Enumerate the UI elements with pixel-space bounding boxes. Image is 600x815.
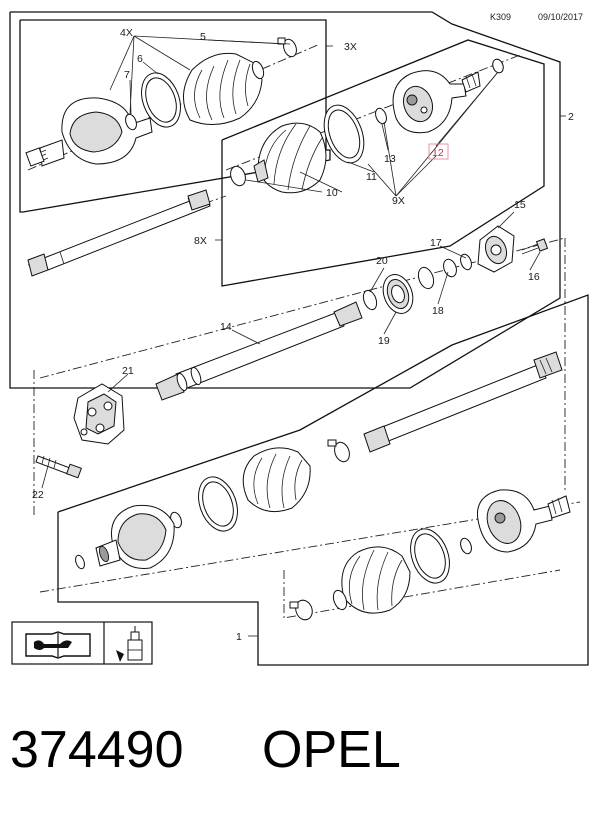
diagram-code: K309 <box>490 12 511 22</box>
frame-assembly-2 <box>9 11 561 389</box>
callout-3x: 3X <box>344 41 357 53</box>
callout-8x: 8X <box>194 235 207 247</box>
callout-20: 20 <box>376 255 388 267</box>
seal-rings-18 <box>417 258 457 290</box>
callout-6: 6 <box>137 53 143 65</box>
callout-12-highlight <box>428 143 449 160</box>
boot-lower-inner <box>242 447 311 513</box>
callout-12[interactable]: 12 <box>432 147 444 159</box>
clamp-small-5 <box>277 37 297 58</box>
snap-ring-lower-left <box>75 554 85 570</box>
tripod-housing <box>392 70 481 134</box>
axle-shaft-upper <box>27 189 211 277</box>
axis-lower-shaft <box>39 501 581 593</box>
clamp-11 <box>323 104 365 164</box>
callout-7: 7 <box>124 69 130 81</box>
axis-middle <box>39 237 566 379</box>
intermediate-shaft <box>155 301 363 401</box>
snap-ring-12 <box>492 58 504 74</box>
service-manual-icon <box>25 631 91 659</box>
clamp-small-lower <box>327 439 350 463</box>
callout-14: 14 <box>220 321 232 333</box>
bolt-16 <box>521 238 549 255</box>
callout-9x: 9X <box>392 195 405 207</box>
bolt-22 <box>35 455 82 479</box>
bearing-19 <box>382 274 414 314</box>
callout-21: 21 <box>122 365 134 377</box>
snap-ring-20 <box>362 289 378 311</box>
bearing-bracket-15 <box>477 225 515 273</box>
callout-16: 16 <box>528 271 540 283</box>
lower-axle-shaft <box>363 351 563 453</box>
clamp-lower-right <box>410 528 450 584</box>
legend-box <box>11 621 153 665</box>
outer-cv-joint <box>25 97 153 167</box>
callout-10: 10 <box>326 187 338 199</box>
brand-name: OPEL <box>262 721 401 779</box>
part-number: 374490 <box>10 721 184 779</box>
callout-5: 5 <box>200 31 206 43</box>
grease-tube-icon <box>116 626 143 662</box>
washer-17 <box>460 253 472 271</box>
boot-outer <box>183 52 265 125</box>
leader-lines <box>41 35 566 651</box>
callout-1: 1 <box>236 631 242 643</box>
axis-lower-bottom <box>283 569 561 619</box>
callout-19: 19 <box>378 335 390 347</box>
frame-kit-8x <box>221 39 545 287</box>
callout-15: 15 <box>514 199 526 211</box>
clamp-6 <box>141 72 181 128</box>
boot-lower-outer <box>332 546 411 614</box>
callout-18: 18 <box>432 305 444 317</box>
callout-13: 13 <box>384 153 396 165</box>
callout-11: 11 <box>366 171 377 183</box>
snap-ring-13 <box>375 107 387 125</box>
frame-kit-3x <box>19 19 331 213</box>
snap-ring-7 <box>125 113 137 131</box>
frame-assembly-1 <box>57 294 589 666</box>
diagram-date: 09/10/2017 <box>538 12 583 22</box>
clamp-lower-6 <box>198 476 238 532</box>
cv-joint-lower-right <box>476 489 571 553</box>
callout-4x: 4X <box>120 27 133 39</box>
cv-joint-lower-left <box>95 504 175 569</box>
clamp-small-lower-right <box>289 599 313 621</box>
callout-2: 2 <box>568 111 574 123</box>
support-bracket-21 <box>73 383 125 445</box>
callout-17: 17 <box>430 237 442 249</box>
snap-ring-lower-right <box>460 537 472 555</box>
callout-22: 22 <box>32 489 44 501</box>
boot-inner <box>230 122 327 194</box>
